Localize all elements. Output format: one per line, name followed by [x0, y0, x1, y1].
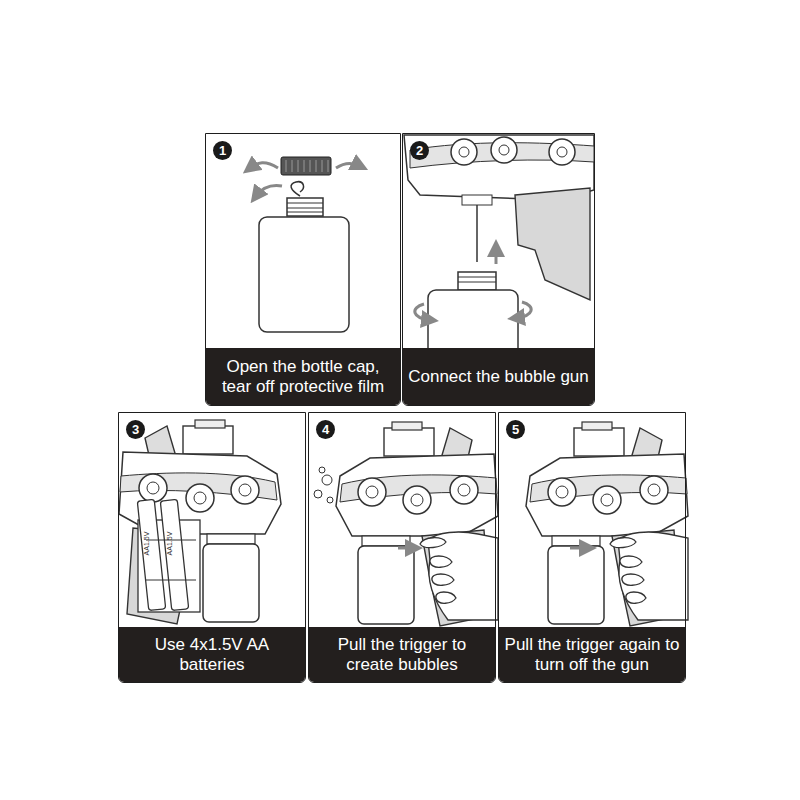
callout-number: 3: [126, 420, 145, 439]
step-caption: Connect the bubble gun: [408, 367, 589, 387]
caption-band: Pull the trigger to create bubbles: [309, 627, 495, 682]
battery-label: AA1.5V: [166, 532, 173, 556]
step-panel: Open the bottle cap, tear off protective…: [205, 133, 401, 406]
callout-number: 4: [316, 420, 335, 439]
caption-band: Pull the trigger again to turn off the g…: [499, 627, 685, 682]
step-caption: Use 4x1.5V AA batteries: [124, 635, 300, 674]
caption-band: Connect the bubble gun: [403, 348, 594, 405]
caption-band: Use 4x1.5V AA batteries: [119, 627, 305, 682]
battery-label: AA1.5V: [143, 532, 150, 556]
step-panel: Connect the bubble gun: [402, 133, 595, 406]
step-caption: Open the bottle cap, tear off protective…: [211, 357, 395, 396]
caption-band: Open the bottle cap, tear off protective…: [206, 348, 400, 405]
step-panel: Pull the trigger again to turn off the g…: [498, 412, 686, 683]
callout-number: 2: [410, 141, 429, 160]
callout-number: 5: [506, 420, 525, 439]
step-panel: Pull the trigger to create bubbles: [308, 412, 496, 683]
callout-number: 1: [213, 141, 232, 160]
step-caption: Pull the trigger again to turn off the g…: [504, 635, 680, 674]
step-caption: Pull the trigger to create bubbles: [314, 635, 490, 674]
